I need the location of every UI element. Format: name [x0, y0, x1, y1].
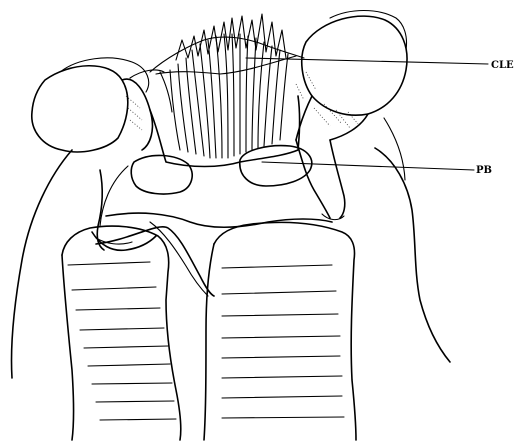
left-leg-outer	[62, 255, 74, 440]
label-cle: CLE	[491, 60, 514, 71]
right-outer-outline	[375, 148, 450, 362]
right-leg-segments	[222, 265, 344, 418]
pb-sclerite	[240, 146, 312, 186]
right-outer-outline-inner	[384, 118, 405, 180]
left-leg-segments	[68, 262, 176, 420]
label-pb: PB	[476, 165, 492, 176]
joint-band	[106, 213, 332, 227]
right-appendage-stipple	[314, 104, 358, 128]
right-leg-outline	[214, 222, 356, 440]
right-leg-outer	[204, 244, 214, 440]
right-appendage-neck	[296, 96, 368, 140]
diagonal-tendon-2	[150, 222, 208, 296]
left-leg-outline	[62, 226, 181, 440]
pb-leader-line	[262, 162, 474, 170]
right-appendage-lobe	[302, 16, 407, 115]
right-pillar	[296, 140, 345, 218]
left-outer-outline-inner	[100, 166, 128, 226]
cle-leader-line	[246, 58, 488, 64]
central-setae-fan	[150, 14, 304, 158]
left-appendage-lobe	[32, 66, 128, 152]
left-sclerite	[131, 155, 192, 194]
central-plate	[150, 96, 300, 167]
